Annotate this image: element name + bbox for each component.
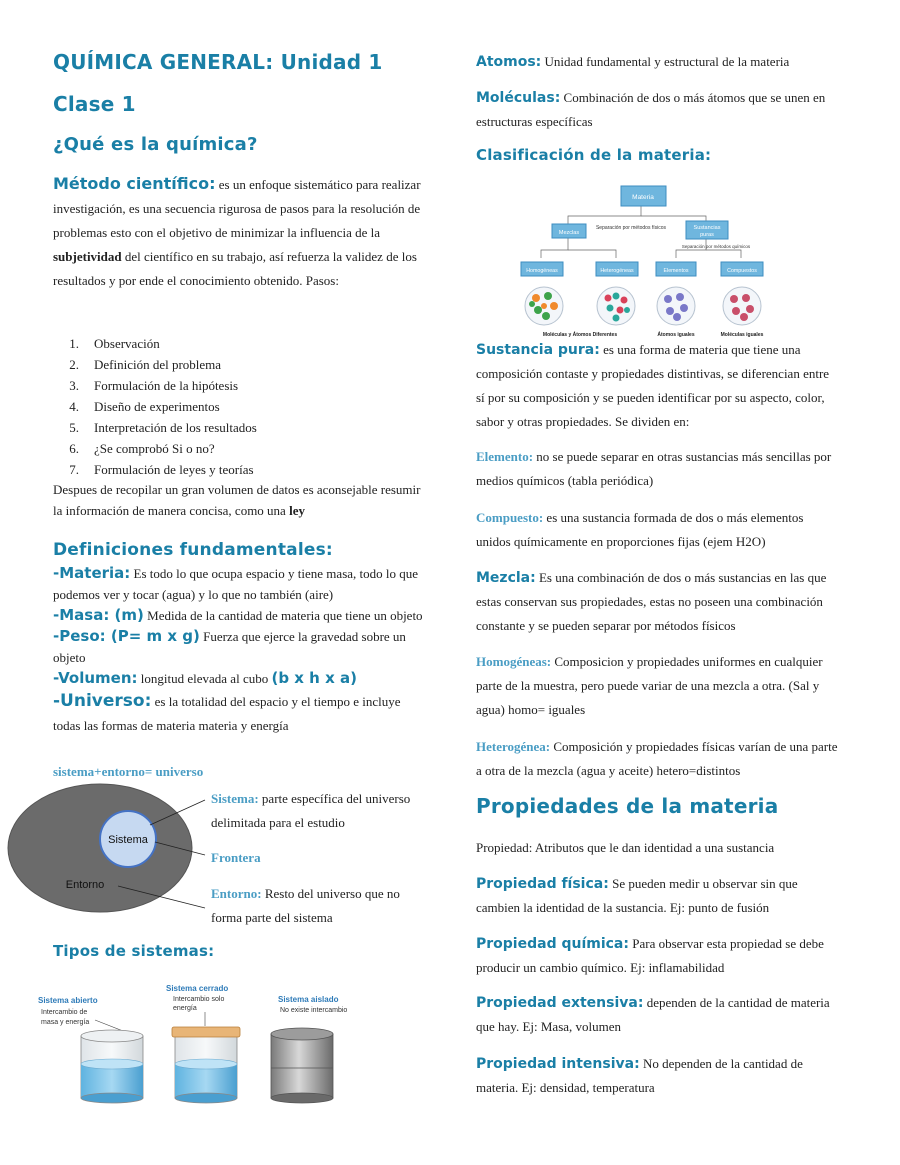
box-heterogeneas	[595, 261, 639, 277]
def-universo: -Universo: es la totalidad del espacio y…	[53, 691, 401, 733]
list-item: 3.Formulación de la hipótesis	[69, 378, 239, 393]
abierto-desc: Intercambio de	[41, 1009, 87, 1016]
prop-extensiva-paragraph: Propiedad extensiva: dependen de la cant…	[476, 995, 830, 1034]
box-mezclas	[551, 223, 587, 239]
box-sustancias	[685, 220, 729, 240]
heterogenea-paragraph: Heterogénea: Composición y propiedades f…	[476, 739, 838, 778]
abierto-title: Sistema abierto	[38, 996, 98, 1005]
svg-text:Materia: Materia	[632, 194, 654, 201]
defs-title: Definiciones fundamentales:	[53, 540, 333, 560]
def-peso: -Peso: (P= m x g) Fuerza que ejerce la g…	[53, 627, 406, 665]
atomos-paragraph: Atomos: Unidad fundamental y estructural…	[476, 54, 790, 70]
def-masa: -Masa: (m) Medida de la cantidad de mate…	[53, 606, 423, 624]
defs-block: -Materia: Es todo lo que ocupa espacio y…	[53, 563, 425, 738]
system-diagram: Sistema Entorno	[7, 783, 206, 913]
mezcla-paragraph: Mezcla: Es una combinación de dos o más …	[476, 570, 827, 633]
tipos-diagram: Sistema abierto Intercambio de masa y en…	[38, 984, 347, 1104]
cerrado-title: Sistema cerrado	[166, 984, 228, 993]
svg-text:Separación por métodos químico: Separación por métodos químicos	[682, 244, 751, 249]
box-elementos	[655, 261, 697, 277]
metodo-term: Método científico:	[53, 174, 216, 193]
propiedad-def: Propiedad: Atributos que le dan identida…	[476, 840, 775, 855]
pointer-line	[117, 885, 206, 909]
equation: sistema+entorno= universo	[53, 764, 204, 779]
moleculas-paragraph: Moléculas: Combinación de dos o más átom…	[476, 90, 826, 129]
svg-text:puras: puras	[700, 232, 714, 238]
clasif-title: Clasificación de la materia:	[476, 146, 712, 164]
homogeneas-paragraph: Homogéneas: Composicion y propiedades un…	[476, 654, 823, 717]
svg-text:Mezclas: Mezclas	[559, 230, 579, 236]
svg-text:Heterogéneas: Heterogéneas	[600, 268, 634, 274]
svg-text:Homogéneas: Homogéneas	[526, 268, 558, 274]
isolated-container	[270, 1033, 334, 1099]
class-title: Clase 1	[53, 92, 136, 116]
pointer-line	[154, 841, 206, 856]
molecules-same	[730, 294, 754, 321]
molecules-heterog	[604, 292, 630, 322]
box-materia	[620, 185, 667, 207]
sistema-note: Sistema: parte específica del universo d…	[211, 791, 411, 830]
sustancia-paragraph: Sustancia pura: es una forma de materia …	[476, 342, 830, 429]
svg-text:Moléculas iguales: Moléculas iguales	[721, 332, 764, 338]
entorno-ellipse	[7, 783, 193, 913]
cerrado-desc: energía	[173, 1005, 197, 1012]
elemento-paragraph: Elemento: no se puede separar en otras s…	[476, 449, 832, 488]
entorno-note: Entorno: Resto del universo que no forma…	[211, 886, 400, 925]
svg-text:Moléculas y Átomos Diferentes: Moléculas y Átomos Diferentes	[543, 331, 617, 338]
clasif-diagram: Materia Separación por métodos físicos M…	[520, 185, 764, 338]
aislado-desc: No existe intercambio	[280, 1007, 347, 1014]
list-item: 5.Interpretación de los resultados	[69, 420, 257, 435]
diagram-sistema-label: Sistema	[108, 834, 149, 846]
frontera-note: Frontera	[211, 850, 261, 865]
page-title: QUÍMICA GENERAL: Unidad 1	[53, 50, 383, 74]
abierto-desc: masa y energía	[41, 1019, 89, 1026]
prop-quimica-paragraph: Propiedad química: Para observar esta pr…	[476, 936, 824, 975]
metodo-paragraph: Método científico: es un enfoque sistemá…	[53, 174, 421, 288]
compuesto-paragraph: Compuesto: es una sustancia formada de d…	[476, 510, 804, 549]
propiedades-title: Propiedades de la materia	[476, 794, 779, 818]
def-materia: -Materia: Es todo lo que ocupa espacio y…	[53, 564, 419, 602]
section-question: ¿Qué es la química?	[53, 134, 258, 155]
svg-text:Separación por métodos físicos: Separación por métodos físicos	[596, 225, 667, 231]
pointer-line	[149, 799, 206, 826]
prop-intensiva-paragraph: Propiedad intensiva: No dependen de la c…	[476, 1056, 803, 1095]
aislado-title: Sistema aislado	[278, 995, 339, 1004]
box-compuestos	[720, 261, 764, 277]
tipos-title: Tipos de sistemas:	[53, 942, 215, 960]
svg-text:Sustancias: Sustancias	[694, 225, 721, 231]
diagram-entorno-label: Entorno	[66, 879, 105, 891]
box-homogeneas	[520, 261, 564, 277]
svg-text:Elementos: Elementos	[663, 268, 688, 274]
svg-text:Átomos iguales: Átomos iguales	[657, 331, 694, 338]
cerrado-desc: Intercambio solo	[173, 996, 224, 1003]
atoms-same	[664, 293, 688, 321]
despues-paragraph: Despues de recopilar un gran volumen de …	[53, 482, 421, 518]
def-volumen: -Volumen: longitud elevada al cubo (b x …	[53, 669, 357, 687]
list-item: 4.Diseño de experimentos	[69, 399, 220, 414]
list-item: 6.¿Se comprobó Si o no?	[69, 441, 215, 456]
sistema-circle	[99, 810, 157, 868]
molecules-homog	[529, 292, 558, 320]
list-item: 7.Formulación de leyes y teorías	[69, 462, 254, 477]
prop-fisica-paragraph: Propiedad física: Se pueden medir u obse…	[476, 876, 798, 915]
list-item: 1.Observación	[69, 336, 160, 351]
steps-list: 1.Observación 2.Definición del problema …	[53, 333, 413, 480]
svg-text:Compuestos: Compuestos	[727, 268, 757, 274]
cork-lid	[171, 1026, 241, 1038]
list-item: 2.Definición del problema	[69, 357, 222, 372]
